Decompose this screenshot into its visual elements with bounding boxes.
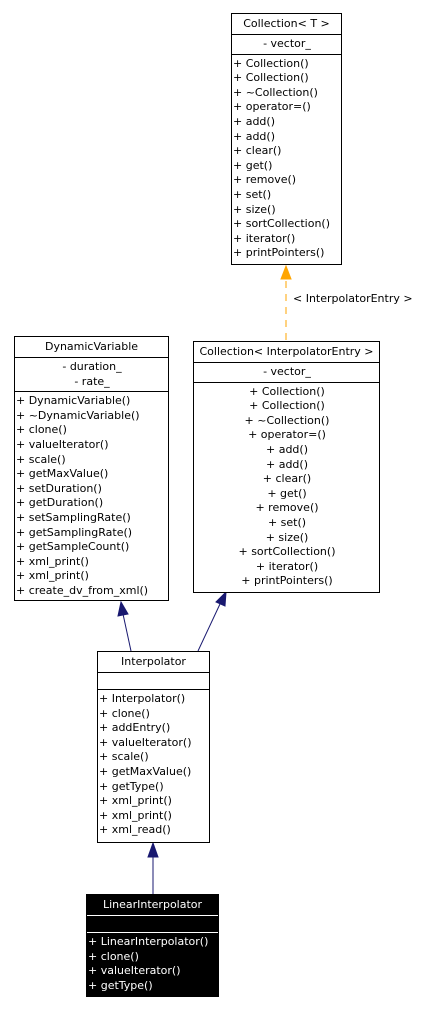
operations-compartment: + Collection()+ Collection()+ ~Collectio… [194, 383, 379, 589]
operation-row: + getDuration() [16, 496, 104, 510]
operation-row: + add() [233, 129, 276, 143]
operation-row: + ~DynamicVariable() [16, 408, 140, 422]
operation-row: + getMaxValue() [16, 467, 109, 481]
operation-row: + LinearInterpolator() [88, 935, 209, 948]
operation-row: + get() [233, 158, 273, 172]
class-collection-interpolator-entry[interactable]: Collection< InterpolatorEntry > - vector… [193, 341, 380, 593]
inheritance-edge-interpolator-dynamicvariable [122, 613, 132, 652]
operation-row: + set() [267, 515, 307, 529]
operation-row: + clone() [99, 706, 150, 720]
class-name: Interpolator [98, 652, 209, 673]
operations-compartment: + Collection()+ Collection()+ ~Collectio… [232, 55, 341, 261]
operation-row: + remove() [233, 173, 297, 187]
operation-row: + printPointers() [233, 246, 325, 260]
operation-row: + ~Collection() [244, 413, 330, 427]
class-interpolator[interactable]: Interpolator + Interpolator()+ clone()+ … [97, 651, 210, 843]
operation-row: + clone() [88, 949, 139, 963]
operation-row: + operator=() [248, 428, 326, 442]
class-name: Collection< T > [232, 14, 341, 35]
attribute-row: - duration_ [62, 360, 122, 373]
operation-row: + xml_print() [99, 794, 172, 808]
operation-row: + Collection() [249, 384, 325, 398]
operation-row: + add() [265, 442, 308, 456]
attributes-compartment [98, 673, 209, 690]
operation-row: + size() [265, 530, 309, 544]
operation-row: + size() [233, 202, 276, 216]
attributes-compartment: - duration_- rate_ [15, 358, 168, 393]
attribute-row: - vector_ [263, 37, 311, 50]
inheritance-edge-interpolator-collection [197, 603, 221, 652]
operation-row: + getSampleCount() [16, 540, 130, 554]
class-collection-t[interactable]: Collection< T > - vector_ + Collection()… [231, 13, 342, 265]
operation-row: + Collection() [233, 56, 309, 70]
operation-row: + add() [265, 457, 308, 471]
operation-row: + sortCollection() [238, 545, 336, 559]
attribute-row: - vector_ [263, 365, 311, 378]
operation-row: + clear() [233, 144, 282, 158]
class-linear-interpolator[interactable]: LinearInterpolator + LinearInterpolator(… [86, 894, 219, 997]
operation-row: + valueIterator() [99, 735, 192, 749]
operation-row: + getType() [88, 978, 153, 992]
operation-row: + clear() [262, 472, 312, 486]
class-dynamic-variable[interactable]: DynamicVariable - duration_- rate_ + Dyn… [14, 336, 169, 601]
operation-row: + scale() [99, 750, 149, 764]
operation-row: + set() [233, 187, 272, 201]
operation-row: + xml_print() [16, 554, 89, 568]
operation-row: + getType() [99, 779, 164, 793]
inheritance-arrowhead-collection [215, 590, 227, 607]
operation-row: + valueIterator() [88, 964, 181, 978]
operation-row: + scale() [16, 452, 66, 466]
operation-row: + Interpolator() [99, 692, 186, 705]
operation-row: + xml_print() [16, 569, 89, 583]
operation-row: + xml_print() [99, 808, 172, 822]
attributes-compartment: - vector_ [232, 35, 341, 55]
operation-row: + create_dv_from_xml() [16, 583, 149, 597]
operations-compartment: + LinearInterpolator()+ clone()+ valueIt… [87, 933, 218, 993]
operation-row: + operator=() [233, 100, 311, 114]
operation-row: + clone() [16, 423, 67, 437]
class-name: Collection< InterpolatorEntry > [194, 342, 379, 363]
template-binding-label: < InterpolatorEntry > [293, 292, 413, 305]
attributes-compartment [87, 916, 218, 933]
operation-row: + getSamplingRate() [16, 525, 133, 539]
operation-row: + get() [267, 486, 307, 500]
inheritance-arrowhead-dynamicvariable [117, 600, 129, 617]
operations-compartment: + Interpolator()+ clone()+ addEntry()+ v… [98, 690, 209, 838]
operation-row: + add() [233, 114, 276, 128]
class-name: DynamicVariable [15, 337, 168, 358]
operation-row: + getMaxValue() [99, 764, 192, 778]
operations-compartment: + DynamicVariable()+ ~DynamicVariable()+… [15, 392, 168, 598]
operation-row: + DynamicVariable() [16, 394, 131, 408]
attribute-row: - rate_ [74, 374, 110, 388]
operation-row: + xml_read() [99, 823, 171, 837]
class-name: LinearInterpolator [87, 895, 218, 916]
attributes-compartment: - vector_ [194, 363, 379, 383]
operation-row: + addEntry() [99, 721, 171, 735]
operation-row: + remove() [255, 501, 319, 515]
operation-row: + ~Collection() [233, 85, 318, 99]
inheritance-arrowhead-interpolator [147, 841, 159, 858]
operation-row: + valueIterator() [16, 437, 109, 451]
operation-row: + setDuration() [16, 481, 102, 495]
operation-row: + Collection() [233, 71, 309, 85]
template-binding-arrowhead [280, 264, 292, 280]
operation-row: + setSamplingRate() [16, 510, 131, 524]
operation-row: + iterator() [233, 231, 296, 245]
operation-row: + iterator() [255, 559, 319, 573]
operation-row: + Collection() [249, 399, 325, 413]
operation-row: + printPointers() [241, 574, 333, 588]
operation-row: + sortCollection() [233, 217, 331, 231]
